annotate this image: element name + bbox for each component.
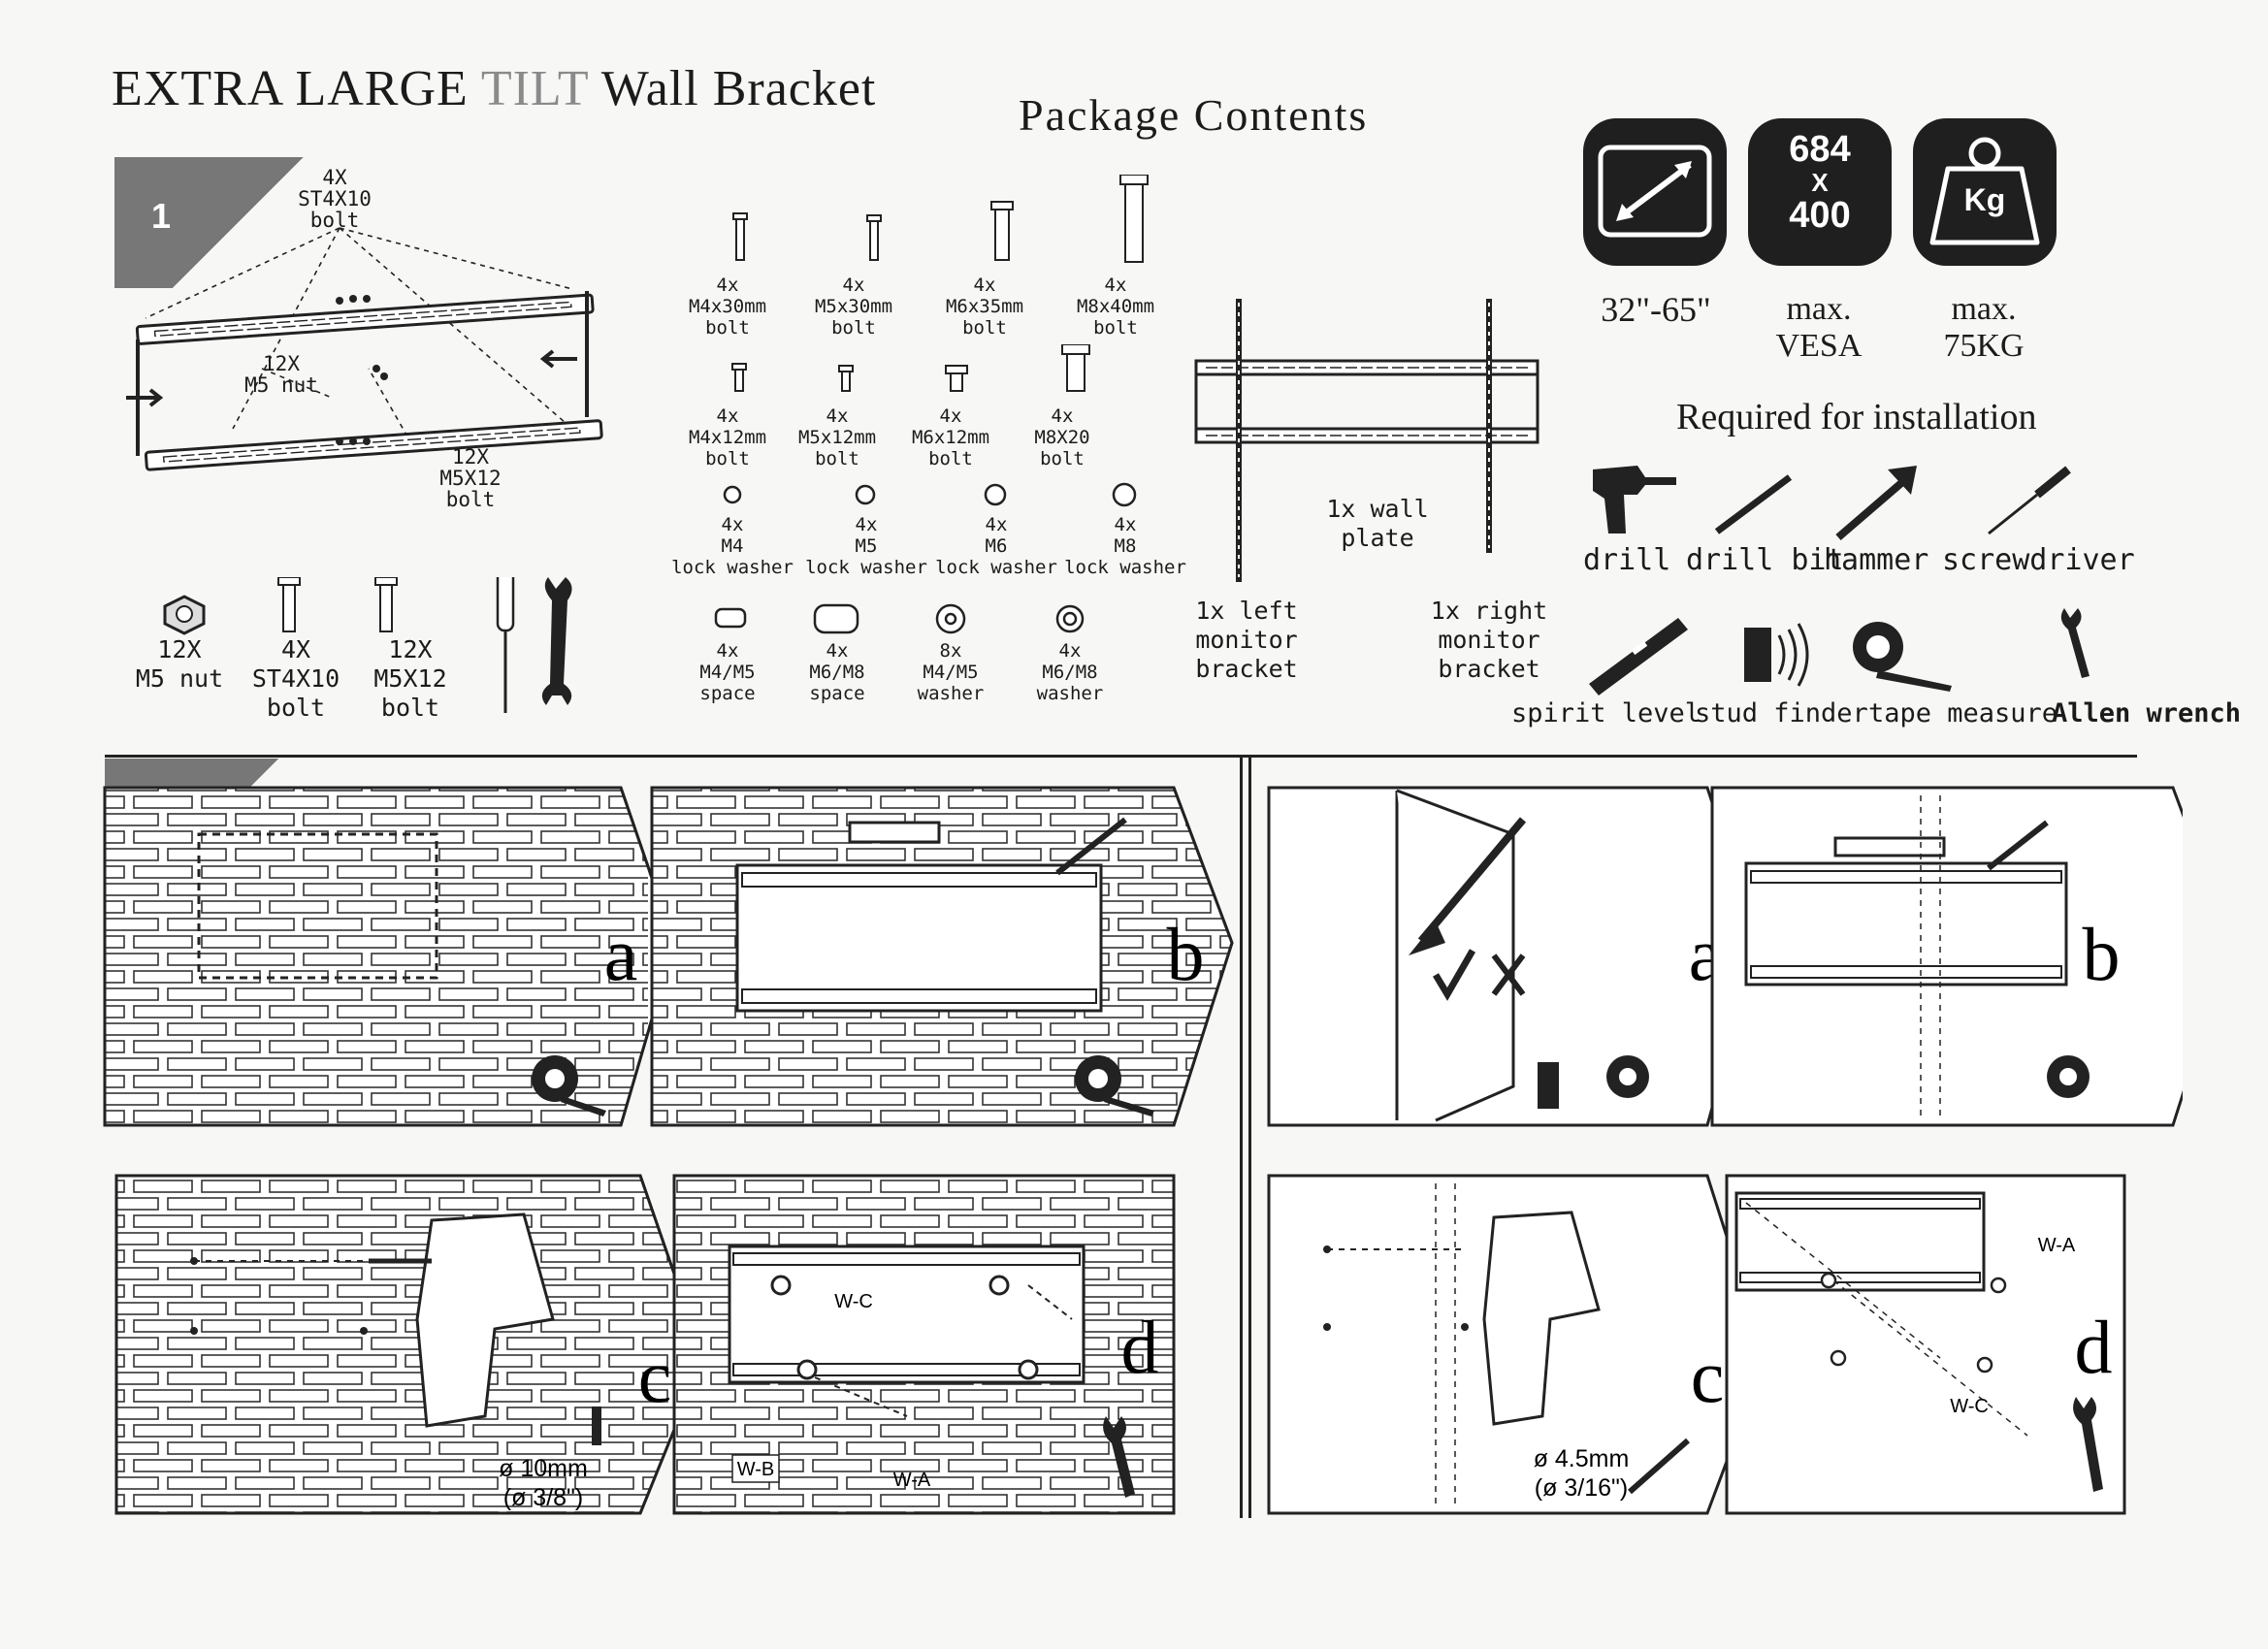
package-bolts-row2-icons bbox=[731, 344, 1090, 392]
spirit-level-icon bbox=[1589, 618, 1688, 695]
screwdriver-icon bbox=[1988, 466, 2071, 535]
callout-w-c: W-C bbox=[834, 1291, 873, 1312]
wall-plate-brackets-diagram bbox=[1194, 299, 1539, 582]
weight-icon bbox=[1929, 137, 2040, 245]
wrench-icon bbox=[541, 577, 572, 705]
page-title: EXTRA LARGE TILT Wall Bracket bbox=[112, 61, 877, 116]
callout-w-a-right: W-A bbox=[2038, 1235, 2076, 1256]
drill-icon bbox=[1593, 466, 1676, 534]
panel-letter-a: a bbox=[604, 912, 638, 996]
panel-letter-d-right: d bbox=[2075, 1305, 2113, 1389]
step2-right-panel-d: d W-A W-C bbox=[1725, 1174, 2126, 1515]
package-lock-washers-icons bbox=[723, 482, 1137, 507]
panel-letter-c-right: c bbox=[1691, 1334, 1725, 1418]
package-spacers-icons bbox=[714, 603, 1085, 634]
package-bolts-row1-icons bbox=[732, 175, 1149, 263]
callout-w-b: W-B bbox=[737, 1459, 775, 1480]
wood-drill-size-label: ø 4.5mm bbox=[1534, 1445, 1630, 1472]
callout-w-c-right: W-C bbox=[1950, 1396, 1989, 1417]
step2-left-panel-b: b bbox=[650, 786, 1234, 1127]
m5x12-bolt-icon bbox=[374, 577, 398, 632]
diagonal-arrow-icon bbox=[1598, 145, 1712, 238]
vesa-badge: 684 X 400 bbox=[1748, 118, 1892, 266]
required-tools-row1-labels: drill drill bit hammer screwdriver bbox=[1583, 543, 2135, 577]
left-bracket-label: 1x left monitor bracket bbox=[1195, 597, 1298, 683]
callout-w-a: W-A bbox=[893, 1470, 931, 1491]
callout-m5-nut: 12X M5 nut bbox=[244, 352, 318, 397]
weight-label: max. 75KG bbox=[1943, 291, 2025, 364]
horizontal-divider bbox=[105, 755, 2137, 758]
stud-finder-icon bbox=[1744, 623, 1809, 687]
required-tools-row1-icons bbox=[1593, 466, 2071, 541]
step2-diagrams: a b c ø 10mm (ø 3/8") bbox=[103, 786, 2183, 1515]
vertical-divider-2 bbox=[1248, 757, 1251, 1518]
wood-drill-size-inch-label: (ø 3/16") bbox=[1535, 1474, 1628, 1502]
st4x10-bolt-icon bbox=[277, 577, 301, 632]
panel-letter-b: b bbox=[1167, 912, 1205, 996]
right-bracket-label: 1x right monitor bracket bbox=[1430, 597, 1548, 683]
vertical-divider-1 bbox=[1240, 757, 1243, 1518]
step2-left-panel-d: d W-B W-C W-A bbox=[672, 1174, 1176, 1515]
tape-measure-icon bbox=[1853, 622, 1952, 692]
step1-parts-icons bbox=[163, 577, 572, 713]
step2-left-panel-a: a bbox=[103, 786, 676, 1127]
wall-plate-label: 1x wall plate bbox=[1326, 495, 1429, 552]
callout-m5x12: 12X M5X12 bolt bbox=[439, 445, 502, 511]
step2-right-panel-c: c ø 4.5mm (ø 3/16") bbox=[1267, 1174, 1767, 1515]
required-heading: Required for installation bbox=[1676, 397, 2037, 437]
panel-letter-b-right: b bbox=[2083, 912, 2121, 996]
drill-size-inch-label: (ø 3/8") bbox=[503, 1484, 584, 1511]
step2-right-panel-b: b bbox=[1710, 786, 2183, 1127]
panel-letter-c: c bbox=[638, 1334, 672, 1418]
panel-letter-d: d bbox=[1121, 1305, 1159, 1389]
step2-right-panel-a: a bbox=[1267, 786, 1760, 1127]
size-range-badge bbox=[1583, 118, 1727, 266]
screwdriver-icon bbox=[496, 577, 515, 713]
step2-left-panel-c: c ø 10mm (ø 3/8") bbox=[114, 1174, 705, 1515]
step1-assembly-diagram bbox=[126, 227, 603, 471]
m5-nut-icon bbox=[163, 595, 206, 635]
weight-badge: Kg bbox=[1913, 118, 2057, 266]
required-tools-row2-labels: spirit level stud finder tape measure Al… bbox=[1511, 698, 2242, 728]
vesa-label: max. VESA bbox=[1775, 291, 1863, 364]
step-1-tab: 1 bbox=[114, 157, 347, 288]
drill-bit-icon bbox=[1714, 474, 1793, 534]
step1-parts-labels: 12X M5 nut 4X ST4X10 bolt 12X M5X12 bolt bbox=[135, 635, 447, 722]
package-contents-heading: Package Contents bbox=[1019, 90, 1369, 140]
drill-size-label: ø 10mm bbox=[499, 1455, 588, 1482]
required-tools-row2-icons bbox=[1589, 608, 2090, 695]
size-range-text: 32"-65" bbox=[1601, 290, 1711, 329]
hammer-icon bbox=[1835, 466, 1917, 541]
allen-wrench-icon bbox=[2060, 608, 2090, 678]
callout-st4x10: 4X ST4X10 bolt bbox=[298, 166, 372, 232]
